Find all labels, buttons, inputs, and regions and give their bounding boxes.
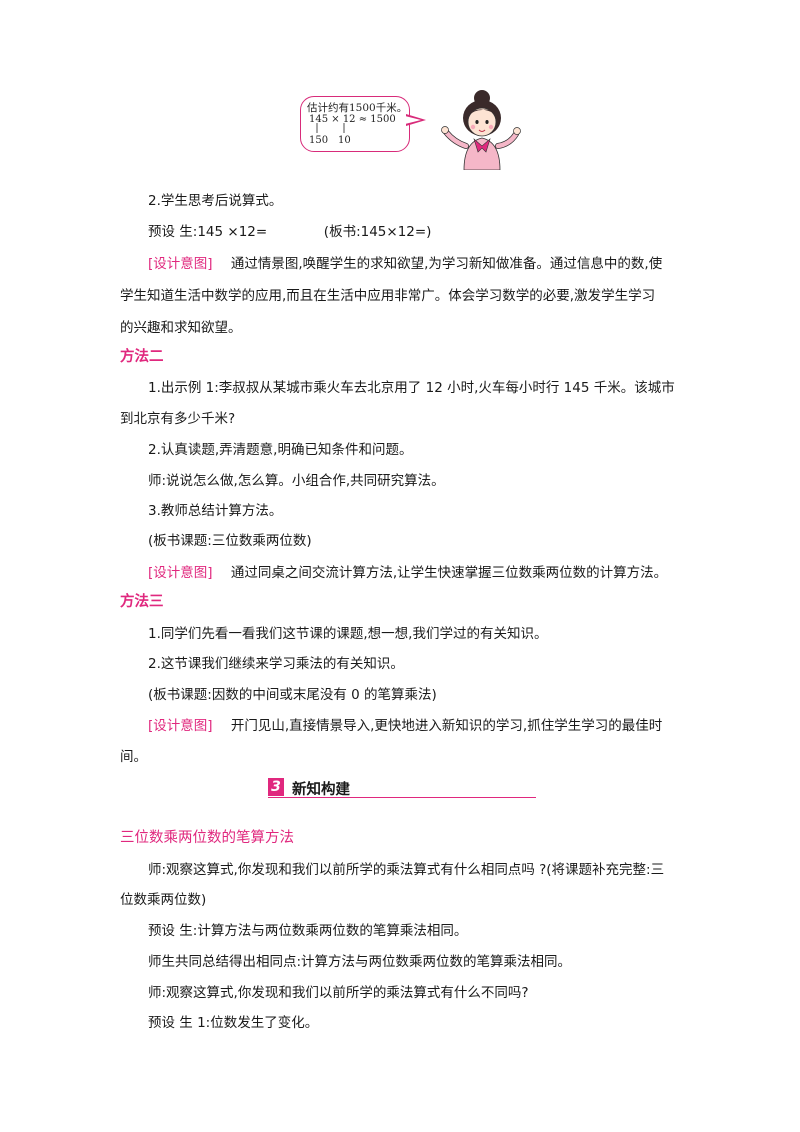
design-intent-2: [设计意图] 通过同桌之间交流计算方法,让学生快速掌握三位数乘两位数的计算方法。 bbox=[148, 561, 667, 581]
sub-heading: 三位数乘两位数的笔算方法 bbox=[120, 830, 294, 846]
preset-formula: 预设 生:145 ×12= bbox=[148, 224, 268, 240]
method-3-board-title: (板书课题:因数的中间或末尾没有 0 的笔算乘法) bbox=[148, 687, 437, 703]
girl-illustration bbox=[441, 90, 521, 170]
method-3-heading: 方法三 bbox=[120, 594, 164, 610]
method-3-item-1: 1.同学们先看一看我们这节课的课题,想一想,我们学过的有关知识。 bbox=[148, 626, 548, 642]
section-number-badge: 3 bbox=[268, 778, 284, 796]
paragraph-preset-formula: 预设 生:145 ×12= (板书:145×12=) bbox=[148, 220, 431, 240]
design-intent-2-text: 通过同桌之间交流计算方法,让学生快速掌握三位数乘两位数的计算方法。 bbox=[230, 565, 668, 581]
design-intent-1-line-3: 的兴趣和求知欲望。 bbox=[120, 320, 242, 336]
design-intent-tag: [设计意图] bbox=[148, 565, 213, 581]
section-title: 新知构建 bbox=[292, 782, 350, 798]
method-3-item-2: 2.这节课我们继续来学习乘法的有关知识。 bbox=[148, 656, 404, 672]
design-intent-3-line-1: [设计意图] 开门见山,直接情景导入,更快地进入新知识的学习,抓住学生学习的最佳… bbox=[148, 714, 662, 734]
design-intent-3-line-2: 间。 bbox=[120, 749, 147, 765]
method-2-heading: 方法二 bbox=[120, 349, 164, 365]
bubble-line-1: 估计约有1500千米。 bbox=[307, 102, 408, 114]
method-2-summary: 3.教师总结计算方法。 bbox=[148, 503, 283, 519]
bubble-line-3a: 150 bbox=[309, 135, 329, 146]
speech-bubble bbox=[300, 96, 410, 152]
design-intent-3-text: 开门见山,直接情景导入,更快地进入新知识的学习,抓住学生学习的最佳时 bbox=[230, 718, 663, 734]
design-intent-tag: [设计意图] bbox=[148, 256, 213, 272]
design-intent-1-line-2: 学生知道生活中数学的应用,而且在生活中应用非常广。体会学习数学的必要,激发学生学… bbox=[120, 288, 656, 304]
design-intent-1-text: 通过情景图,唤醒学生的求知欲望,为学习新知做准备。通过信息中的数,使 bbox=[230, 256, 663, 272]
section-preset-same: 预设 生:计算方法与两位数乘两位数的笔算乘法相同。 bbox=[148, 923, 468, 939]
method-2-example-line-1: 1.出示例 1:李叔叔从某城市乘火车去北京用了 12 小时,火车每小时行 145… bbox=[148, 380, 675, 396]
method-2-board-title: (板书课题:三位数乘两位数) bbox=[148, 533, 312, 549]
section-teacher-different: 师:观察这算式,你发现和我们以前所学的乘法算式有什么不同吗? bbox=[148, 985, 529, 1001]
design-intent-tag: [设计意图] bbox=[148, 718, 213, 734]
method-2-example-line-2: 到北京有多少千米? bbox=[120, 411, 236, 427]
section-teacher-observe-line-2: 位数乘两位数) bbox=[120, 892, 207, 908]
paragraph-student-think: 2.学生思考后说算式。 bbox=[148, 193, 283, 209]
section-preset-different: 预设 生 1:位数发生了变化。 bbox=[148, 1015, 319, 1031]
section-underline bbox=[268, 797, 536, 798]
design-intent-1-line-1: [设计意图] 通过情景图,唤醒学生的求知欲望,为学习新知做准备。通过信息中的数,… bbox=[148, 252, 662, 272]
bubble-line-2: 145 × 12 ≈ 1500 bbox=[309, 114, 396, 125]
bubble-estimate-lines bbox=[316, 123, 345, 133]
speech-bubble-tail-inner bbox=[405, 116, 421, 124]
board-formula: (板书:145×12=) bbox=[323, 224, 432, 240]
method-2-teacher: 师:说说怎么做,怎么算。小组合作,共同研究算法。 bbox=[148, 473, 445, 489]
bubble-line-3b: 10 bbox=[338, 135, 351, 146]
section-teacher-observe-line-1: 师:观察这算式,你发现和我们以前所学的乘法算式有什么相同点吗 ?(将课题补充完整… bbox=[148, 862, 665, 878]
section-summary-same: 师生共同总结得出相同点:计算方法与两位数乘两位数的笔算乘法相同。 bbox=[148, 954, 572, 970]
method-2-read: 2.认真读题,弄清题意,明确已知条件和问题。 bbox=[148, 442, 413, 458]
